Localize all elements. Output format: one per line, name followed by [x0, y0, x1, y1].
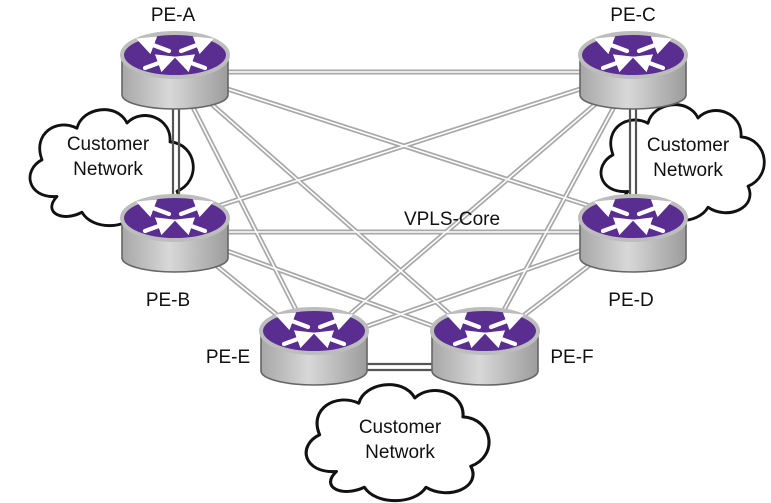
vpls-core-label: VPLS-Core: [404, 209, 500, 230]
router-label-pe-e: PE-E: [206, 347, 250, 368]
customer-network-cloud-bottom: Customer Network: [304, 383, 491, 503]
router-pe-c: PE-C: [580, 5, 686, 109]
cloud-right-line2: Network: [653, 160, 723, 181]
customer-network-cloud-right: Customer Network: [599, 103, 766, 223]
router-pe-f: PE-F: [432, 309, 594, 385]
router-icon: [261, 309, 367, 385]
router-pe-d: PE-D: [580, 196, 686, 311]
cloud-bottom-line2: Network: [365, 442, 435, 463]
router-label-pe-d: PE-D: [608, 290, 653, 311]
cloud-right-line1: Customer: [647, 135, 730, 156]
router-pe-a: PE-A: [122, 5, 228, 109]
router-label-pe-b: PE-B: [146, 290, 190, 311]
router-icon: [580, 196, 686, 272]
cloud-left-line1: Customer: [67, 134, 150, 155]
cloud-bottom-line1: Customer: [359, 417, 442, 438]
router-label-pe-a: PE-A: [151, 5, 196, 26]
router-icon: [122, 196, 228, 272]
router-pe-b: PE-B: [122, 196, 228, 311]
router-label-pe-f: PE-F: [550, 347, 593, 368]
router-icon: [432, 309, 538, 385]
router-label-pe-c: PE-C: [610, 5, 655, 26]
router-pe-e: PE-E: [206, 309, 367, 385]
router-icon: [580, 33, 686, 109]
cloud-left-line2: Network: [73, 159, 143, 180]
router-icon: [122, 33, 228, 109]
attachment-links: [171, 108, 638, 372]
customer-network-cloud-left: Customer Network: [28, 108, 195, 228]
